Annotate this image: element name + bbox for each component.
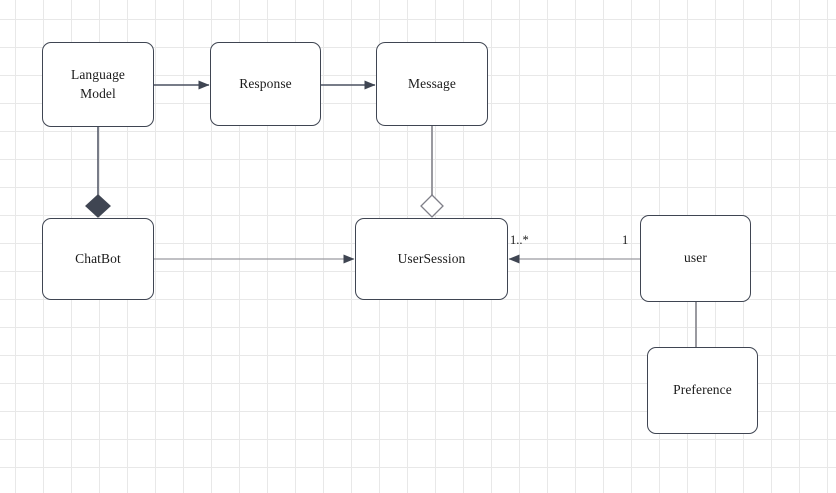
node-label-preference: Preference (673, 382, 732, 398)
node-preference[interactable]: Preference (647, 347, 758, 434)
composition-diamond-filled (85, 194, 111, 218)
aggregation-diamond-hollow (420, 194, 444, 218)
node-language-model[interactable]: Language Model (42, 42, 154, 127)
node-message[interactable]: Message (376, 42, 488, 126)
node-label-chatbot: ChatBot (75, 250, 121, 266)
node-label-response: Response (239, 75, 292, 91)
edge-language-model-to-chatbot[interactable] (85, 127, 111, 218)
node-response[interactable]: Response (210, 42, 321, 126)
edge-label-multiplicity-user-session: 1..* (510, 233, 529, 247)
node-user[interactable]: user (640, 215, 751, 302)
node-user-session[interactable]: UserSession (355, 218, 508, 300)
node-label-user: user (684, 250, 707, 266)
node-label-message: Message (408, 75, 456, 91)
edge-message-to-user-session[interactable] (420, 126, 444, 218)
node-chatbot[interactable]: ChatBot (42, 218, 154, 300)
node-label-user-session: UserSession (397, 250, 466, 266)
edge-label-multiplicity-user: 1 (622, 233, 629, 247)
node-label-language-model: Language Model (70, 67, 126, 101)
